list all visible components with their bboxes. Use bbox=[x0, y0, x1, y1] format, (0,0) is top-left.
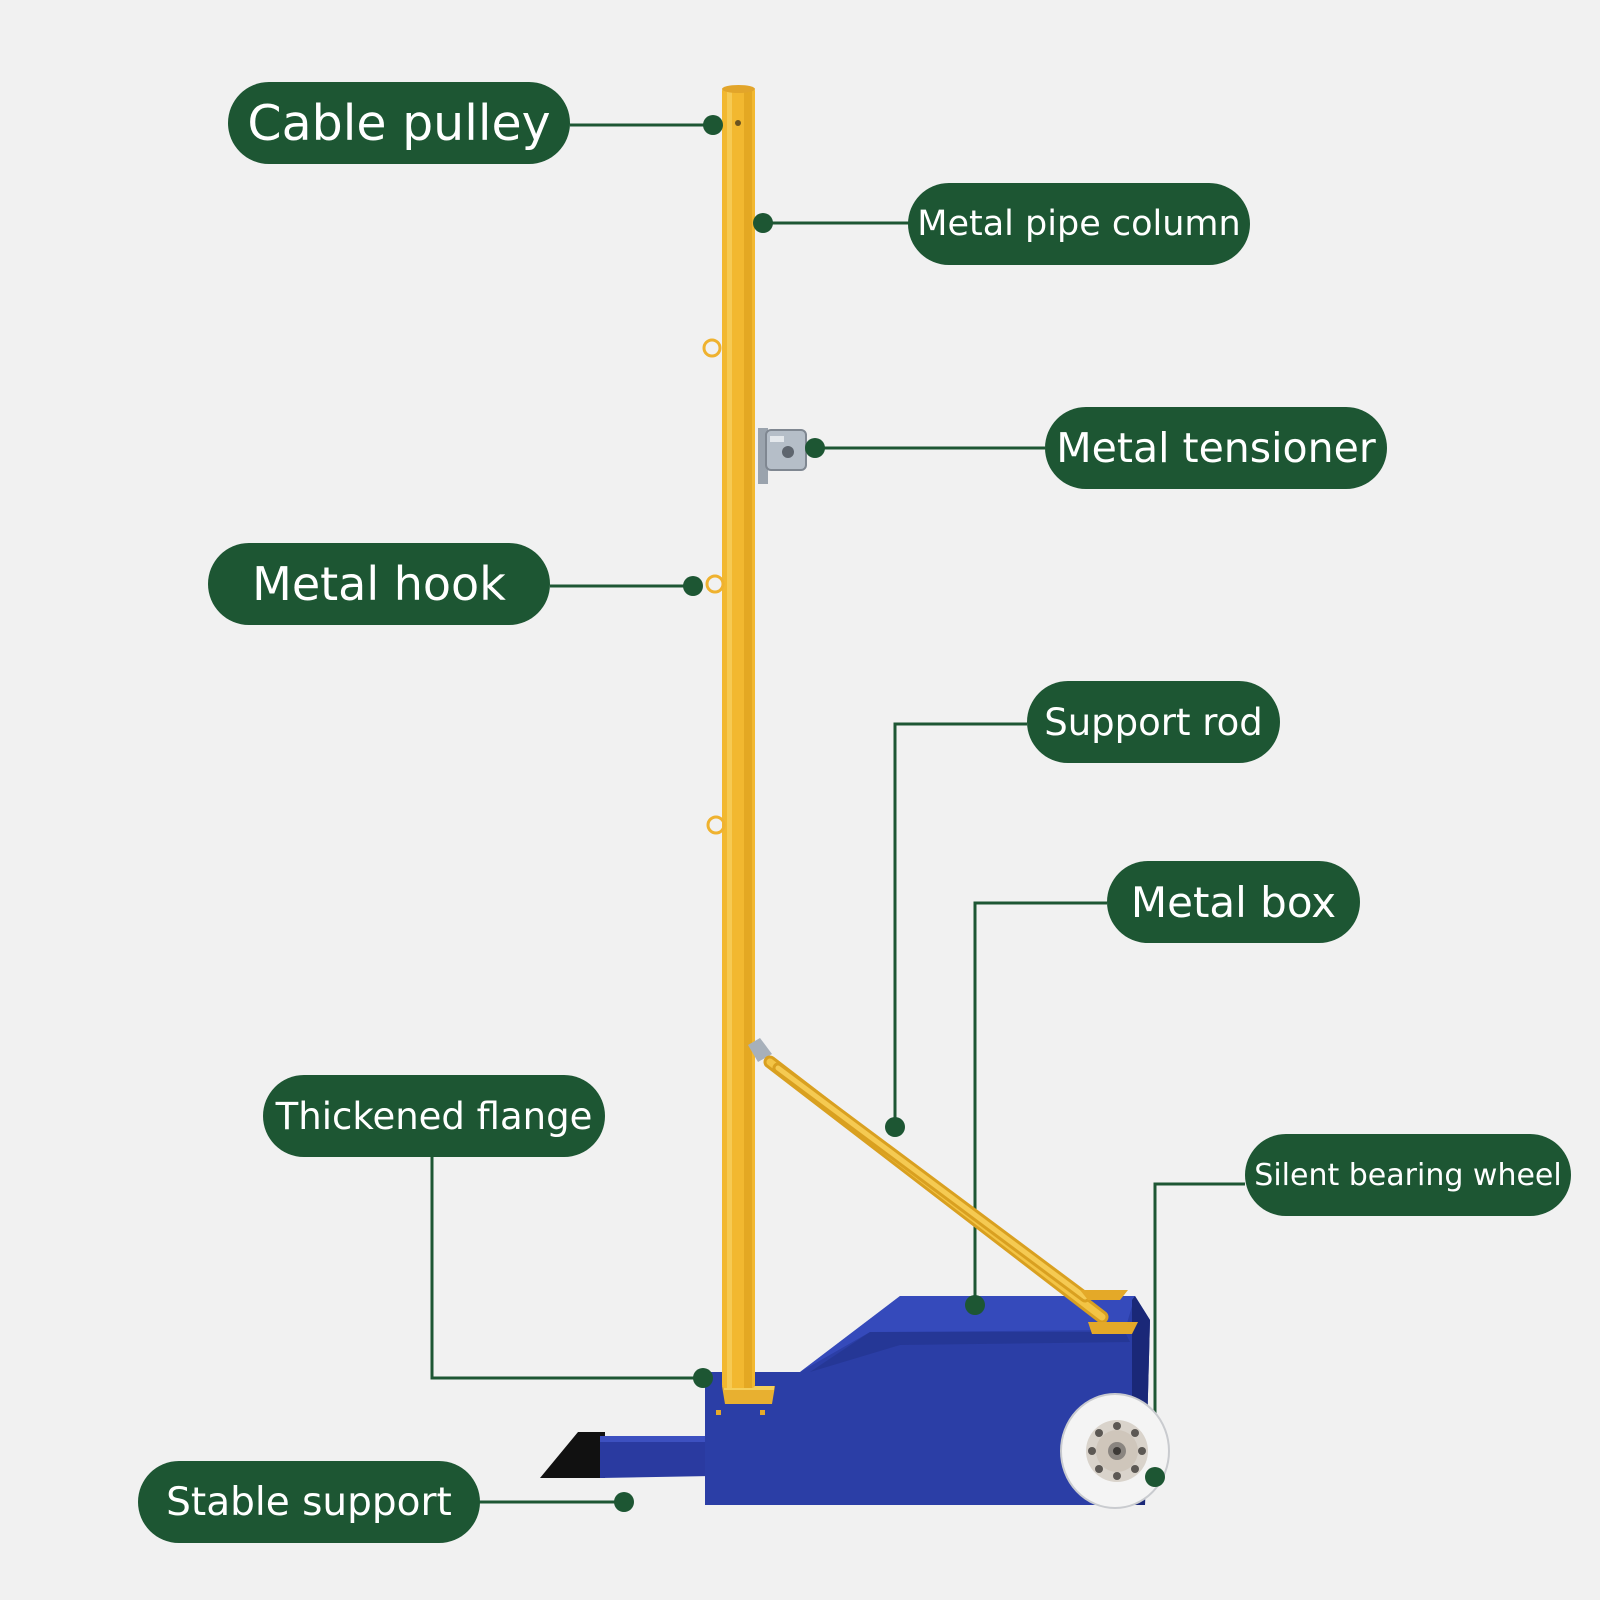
leader-line-metal-box bbox=[973, 901, 1107, 1305]
label-text-metal-box: Metal box bbox=[1130, 877, 1337, 927]
label-cable-pulley: Cable pulley bbox=[228, 82, 570, 164]
support-rods bbox=[748, 1038, 1138, 1334]
label-metal-box: Metal box bbox=[1107, 861, 1360, 943]
label-stable-support: Stable support bbox=[138, 1461, 480, 1543]
metal-hook-2 bbox=[705, 574, 725, 594]
label-text-metal-pipe-column: Metal pipe column bbox=[917, 204, 1241, 244]
anchor-dot-thickened-flange bbox=[693, 1368, 713, 1388]
label-thickened-flange: Thickened flange bbox=[263, 1075, 605, 1157]
leader-line-thickened-flange bbox=[430, 1157, 703, 1380]
label-metal-tensioner: Metal tensioner bbox=[1045, 407, 1387, 489]
label-text-stable-support: Stable support bbox=[166, 1479, 452, 1525]
metal-hook-1 bbox=[702, 338, 722, 358]
stable-support-foot bbox=[540, 1432, 712, 1478]
label-support-rod: Support rod bbox=[1027, 681, 1280, 763]
metal-hooks bbox=[702, 338, 726, 835]
label-silent-bearing-wheel: Silent bearing wheel bbox=[1245, 1134, 1571, 1216]
metal-tensioner-part bbox=[758, 428, 807, 484]
anchor-dot-cable-pulley bbox=[703, 115, 723, 135]
anchor-dot-silent-bearing-wheel bbox=[1145, 1467, 1165, 1487]
leader-line-silent-bearing-wheel bbox=[1153, 1182, 1245, 1477]
label-text-silent-bearing-wheel: Silent bearing wheel bbox=[1254, 1157, 1562, 1193]
silent-bearing-wheel-part bbox=[1060, 1393, 1170, 1509]
thickened-flange-plate bbox=[722, 1386, 775, 1404]
anchor-dot-support-rod bbox=[885, 1117, 905, 1137]
label-text-thickened-flange: Thickened flange bbox=[275, 1094, 593, 1138]
label-text-support-rod: Support rod bbox=[1044, 700, 1263, 744]
anchor-dots bbox=[614, 115, 1165, 1512]
label-metal-pipe-column: Metal pipe column bbox=[908, 183, 1250, 265]
label-text-metal-tensioner: Metal tensioner bbox=[1056, 424, 1376, 472]
label-metal-hook: Metal hook bbox=[208, 543, 550, 625]
anchor-dot-metal-tensioner bbox=[805, 438, 825, 458]
metal-pipe-pole bbox=[722, 85, 755, 1388]
leader-line-support-rod bbox=[893, 722, 1027, 1127]
anchor-dot-metal-pipe-column bbox=[753, 213, 773, 233]
leader-lines bbox=[430, 123, 1245, 1504]
label-text-metal-hook: Metal hook bbox=[252, 557, 506, 611]
metal-hook-3 bbox=[706, 815, 726, 835]
label-text-cable-pulley: Cable pulley bbox=[247, 94, 551, 152]
anchor-dot-stable-support bbox=[614, 1492, 634, 1512]
anchor-dot-metal-hook bbox=[683, 576, 703, 596]
anchor-dot-metal-box bbox=[965, 1295, 985, 1315]
